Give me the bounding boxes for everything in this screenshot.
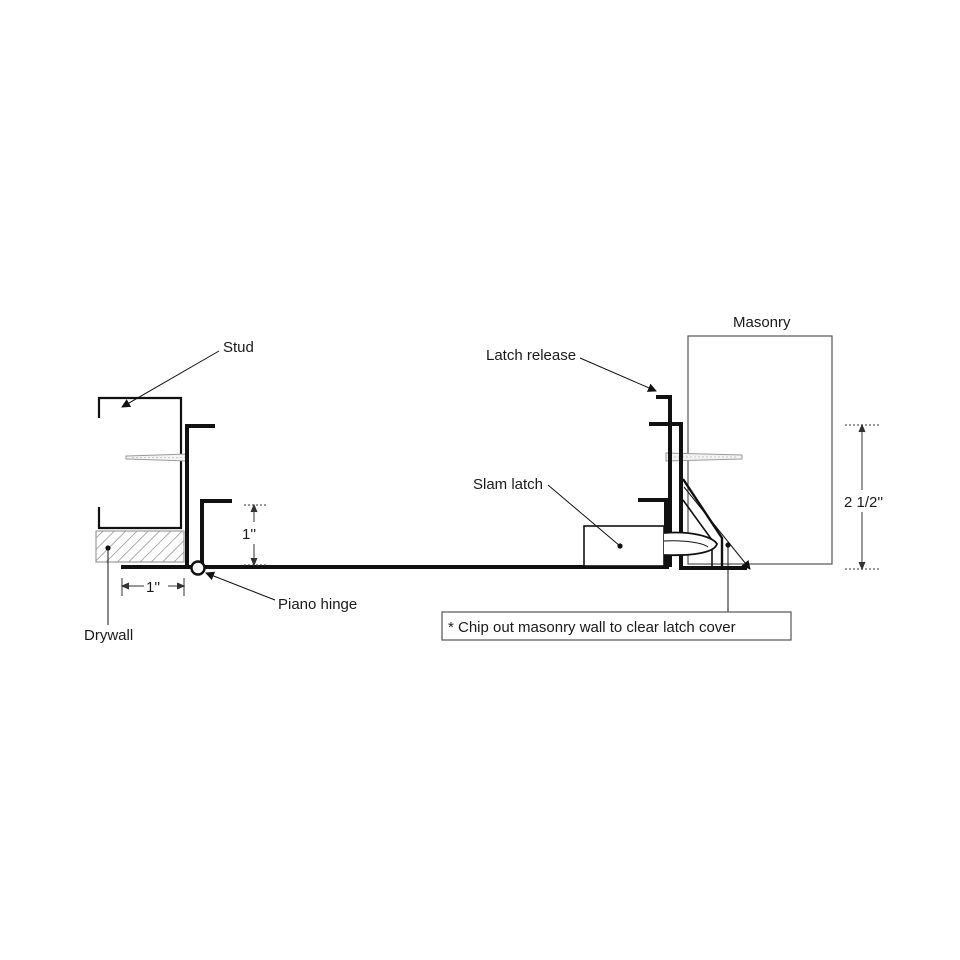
drywall-leader-dot xyxy=(105,545,111,551)
dimension-drywall-width xyxy=(120,578,186,596)
dimension-masonry-depth-label: 2 1/2'' xyxy=(844,494,883,511)
piano-hinge-knuckle xyxy=(190,560,206,576)
note-text: * Chip out masonry wall to clear latch c… xyxy=(448,619,736,636)
masonry-label: Masonry xyxy=(733,314,791,331)
latch-bolt xyxy=(663,531,718,557)
piano-hinge-leader xyxy=(205,571,276,601)
latch-release-leader xyxy=(579,357,657,392)
masonry-screw xyxy=(665,452,743,462)
stud-screw xyxy=(125,453,189,462)
latch-release-flange xyxy=(656,395,672,567)
slam-latch-leader xyxy=(547,484,621,547)
drywall-label: Drywall xyxy=(84,627,133,644)
leaders xyxy=(107,350,751,625)
masonry-block xyxy=(687,335,833,565)
dimension-flange-depth-label: 1'' xyxy=(242,526,256,543)
drywall-block xyxy=(95,530,185,563)
left-wall-assembly xyxy=(95,396,232,567)
slam-latch-body xyxy=(583,525,665,567)
piano-hinge-label: Piano hinge xyxy=(278,596,357,613)
latch-cover-leader xyxy=(683,486,751,570)
note-box: * Chip out masonry wall to clear latch c… xyxy=(441,611,792,641)
stud-label: Stud xyxy=(223,339,254,356)
right-latch-assembly xyxy=(583,335,833,570)
slam-latch-label: Slam latch xyxy=(473,476,543,493)
door-panel-flange xyxy=(200,499,232,567)
latch-cover xyxy=(681,478,724,566)
stud-leader xyxy=(121,350,220,408)
frame-outer-flange xyxy=(185,424,215,567)
note-leader-dot xyxy=(725,542,731,548)
frame-right-flange xyxy=(649,422,747,570)
stud-channel xyxy=(97,396,183,530)
latch-release-label: Latch release xyxy=(486,347,576,364)
slam-latch-leader-dot xyxy=(617,543,623,549)
dimension-drywall-width-label: 1'' xyxy=(146,579,160,596)
